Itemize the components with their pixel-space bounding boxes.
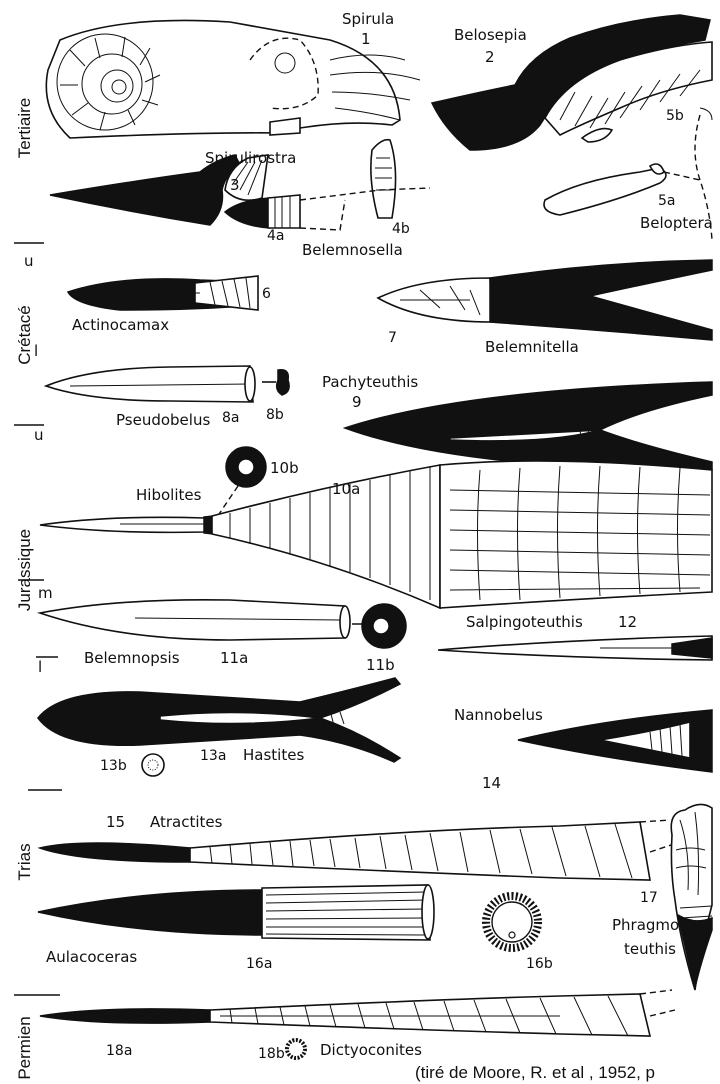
dictyoconites-number-a: 18a — [106, 1043, 132, 1059]
nannobelus-label: Nannobelus — [454, 706, 543, 724]
nannobelus-illustration — [518, 710, 712, 772]
scale-letter-u-2: u — [34, 426, 44, 444]
dictyoconites-number-b: 18b — [258, 1046, 285, 1062]
hibolites-number-b: 10b — [270, 459, 299, 477]
phragmoteuthis-label-line2: teuthis — [624, 940, 676, 958]
spirulirostra-number: 3 — [230, 176, 240, 194]
atractites-label: Atractites — [150, 813, 223, 831]
pseudobelus-number-a: 8a — [222, 410, 240, 426]
spirula-number: 1 — [361, 30, 371, 48]
belemnopsis-illustration — [40, 600, 406, 648]
actinocamax-label: Actinocamax — [72, 316, 169, 334]
aulacoceras-number-b: 16b — [526, 956, 553, 972]
pachyteuthis-number: 9 — [352, 393, 362, 411]
phragmoteuthis-number: 17 — [640, 890, 658, 906]
nannobelus-number: 14 — [482, 774, 501, 792]
era-label-tertiaire: Tertiaire — [15, 98, 34, 158]
belemnopsis-label: Belemnopsis — [84, 649, 180, 667]
era-label-permien: Permien — [15, 1016, 34, 1079]
pseudobelus-illustration — [46, 366, 289, 402]
aulacoceras-illustration — [38, 885, 538, 948]
belemnosella-number-a: 4a — [267, 228, 285, 244]
pachyteuthis-illustration — [345, 382, 712, 470]
aulacoceras-label: Aulacoceras — [46, 948, 137, 966]
salpingoteuthis-number: 12 — [618, 613, 637, 631]
atractites-number: 15 — [106, 813, 125, 831]
pseudobelus-label: Pseudobelus — [116, 411, 210, 429]
pachyteuthis-label: Pachyteuthis — [322, 373, 418, 391]
hibolites-number-a: 10a — [332, 480, 360, 498]
era-label-cretace: Crétacé — [15, 305, 34, 365]
scale-letter-m: m — [38, 584, 53, 602]
spirula-label: Spirula — [342, 10, 394, 28]
era-label-jurassique: Jurassique — [15, 529, 34, 611]
beloptera-number-a: 5a — [658, 193, 676, 209]
hibolites-label: Hibolites — [136, 486, 202, 504]
belemnosella-label: Belemnosella — [302, 241, 403, 259]
belemnosella-number-b: 4b — [392, 221, 410, 237]
atractites-illustration — [40, 820, 680, 880]
belemnopsis-number-a: 11a — [220, 649, 248, 667]
source-caption: (tiré de Moore, R. et al , 1952, p — [415, 1063, 655, 1082]
actinocamax-number: 6 — [262, 286, 271, 302]
pseudobelus-number-b: 8b — [266, 407, 284, 423]
belosepia-number: 2 — [485, 48, 495, 66]
belemnitella-number: 7 — [388, 330, 397, 346]
dictyoconites-label: Dictyoconites — [320, 1041, 422, 1059]
aulacoceras-number-a: 16a — [246, 956, 272, 972]
era-label-trias: Trias — [15, 843, 34, 880]
belemnitella-label: Belemnitella — [485, 338, 579, 356]
scale-letter-u-1: u — [24, 252, 34, 270]
beloptera-number-b: 5b — [666, 108, 684, 124]
scale-letter-l-1: l — [34, 342, 38, 360]
phragmoteuthis-illustration — [671, 804, 712, 990]
hibolites-illustration — [40, 447, 712, 608]
belemnitella-illustration — [378, 260, 712, 340]
spirulirostra-label: Spirulirostra — [205, 149, 296, 167]
phragmoteuthis-label-line1: Phragmo — [612, 916, 679, 934]
actinocamax-illustration — [68, 276, 258, 310]
belemnopsis-number-b: 11b — [366, 656, 395, 674]
scale-letter-l-2: l — [38, 658, 42, 676]
belosepia-label: Belosepia — [454, 26, 527, 44]
hastites-number-b: 13b — [100, 758, 127, 774]
salpingoteuthis-illustration — [438, 636, 712, 660]
salpingoteuthis-label: Salpingoteuthis — [466, 613, 583, 631]
hastites-label: Hastites — [243, 746, 304, 764]
hastites-number-a: 13a — [200, 748, 226, 764]
beloptera-label: Beloptera — [640, 214, 713, 232]
